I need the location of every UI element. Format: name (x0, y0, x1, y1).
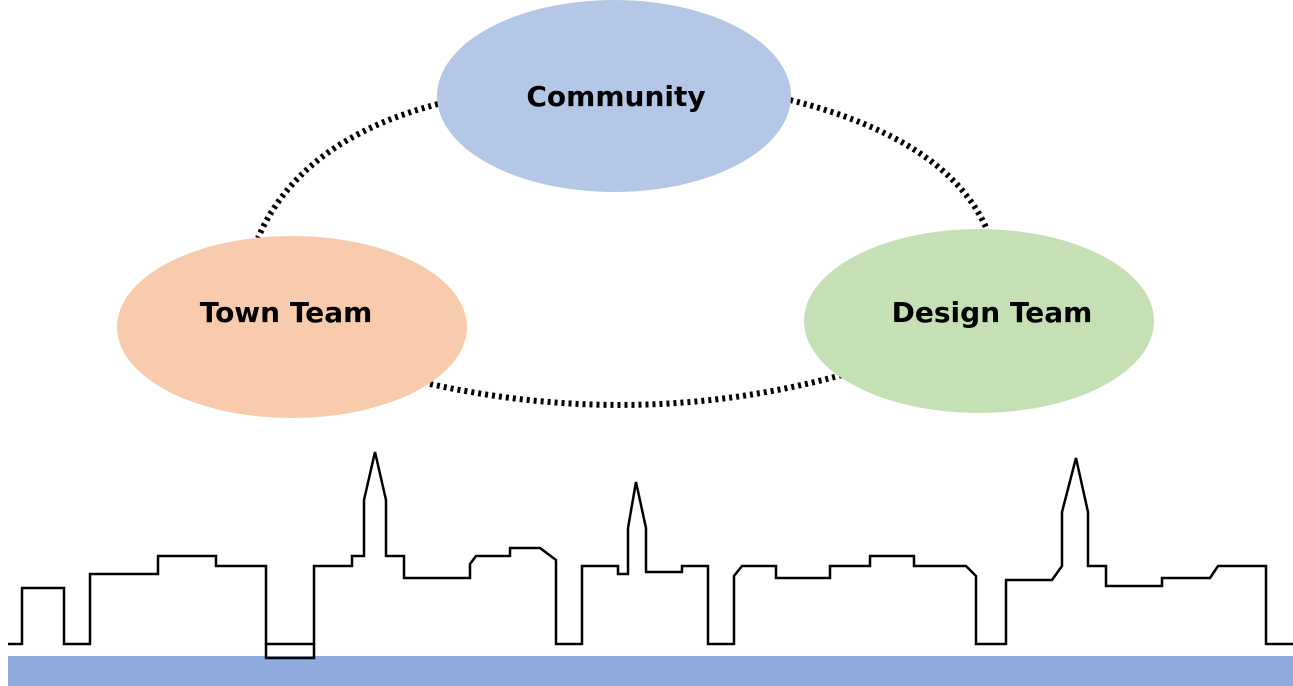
edge-town-team-design-team (429, 372, 843, 408)
edge-community-town-team (255, 101, 439, 240)
node-community-label: Community (526, 80, 705, 113)
node-design-team-label: Design Team (892, 296, 1093, 329)
node-town-team-label: Town Team (200, 296, 373, 329)
edge-community-design-team (789, 97, 991, 234)
skyline-outline (8, 451, 1293, 646)
node-design-team: Design Team (804, 229, 1154, 413)
node-community: Community (437, 0, 791, 192)
node-design-team-shape (804, 229, 1154, 413)
skyline-gap-box (264, 644, 316, 660)
node-town-team-shape (117, 236, 467, 418)
town-skyline (8, 451, 1293, 660)
node-town-team: Town Team (117, 236, 467, 418)
ground-strip (8, 656, 1293, 686)
node-community-shape (437, 0, 791, 192)
